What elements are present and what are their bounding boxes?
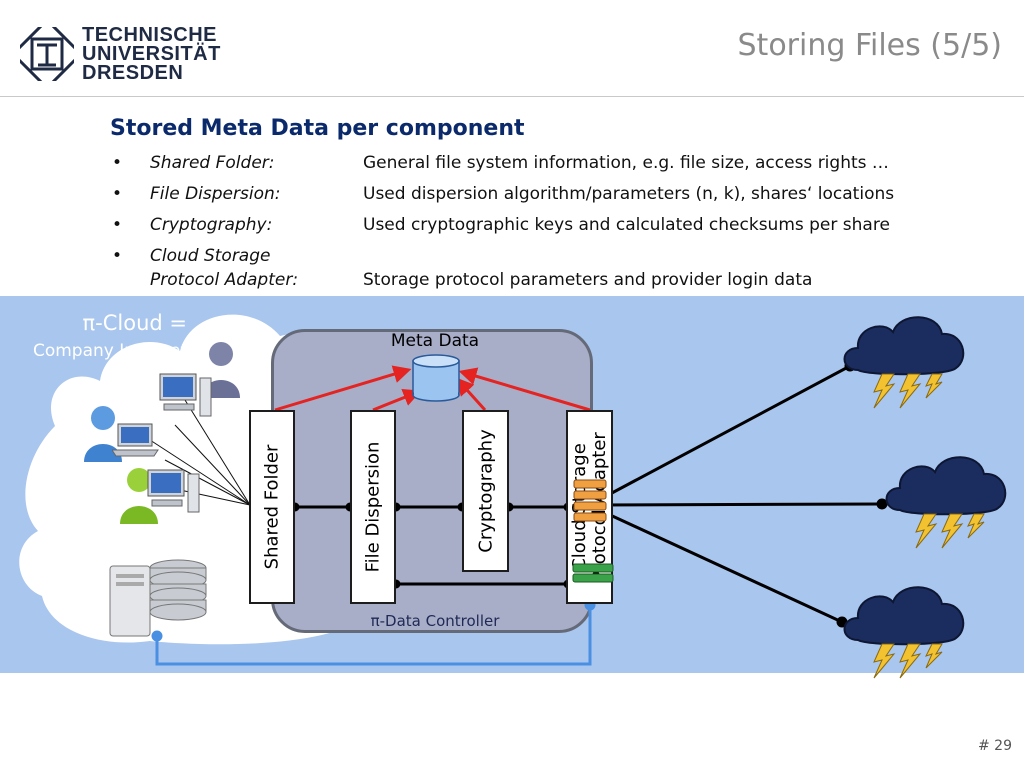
- user-links: [149, 399, 251, 506]
- controller-label: π-Data Controller: [370, 612, 500, 630]
- component-file-dispersion[interactable]: File Dispersion: [350, 410, 396, 604]
- term-file-dispersion: File Dispersion:: [150, 184, 281, 204]
- plugin-green-icon: [572, 563, 614, 583]
- desc-shared-folder: General file system information, e.g. fi…: [363, 153, 889, 173]
- storm-cloud-icon: [843, 316, 965, 409]
- section-heading: Stored Meta Data per component: [110, 116, 525, 141]
- computer-icon: [147, 469, 200, 513]
- header-divider: [0, 96, 1024, 97]
- logo-line: DRESDEN: [82, 62, 184, 84]
- component-label: File Dispersion: [362, 441, 384, 573]
- computer-icon: [159, 373, 212, 417]
- term-cloud-storage-line2: Protocol Adapter:: [150, 270, 299, 290]
- desc-cloud-storage: Storage protocol parameters and provider…: [363, 270, 813, 290]
- bullet: •: [112, 153, 123, 173]
- term-cloud-storage-line1: Cloud Storage: [150, 246, 271, 266]
- bus-lines: [290, 502, 573, 589]
- meta-data-arrows: [274, 365, 591, 412]
- user-icon-blue: [84, 406, 122, 462]
- storm-cloud-icon: [843, 586, 965, 679]
- page-number: # 29: [978, 738, 1012, 754]
- component-label: Cryptography: [475, 429, 496, 553]
- cloud-subtitle: Company Intranet: [32, 341, 187, 361]
- local-storage-link: [151, 599, 596, 666]
- bullet: •: [112, 184, 123, 204]
- cloud-title: π-Cloud =: [82, 311, 187, 335]
- component-shared-folder[interactable]: Shared Folder: [249, 410, 295, 604]
- desc-cryptography: Used cryptographic keys and calculated c…: [363, 215, 890, 235]
- desc-file-dispersion: Used dispersion algorithm/parameters (n,…: [363, 184, 895, 204]
- bullet: •: [112, 215, 123, 235]
- slide-title: Storing Files (5/5): [737, 28, 1002, 63]
- university-logo-text: TECHNISCHE UNIVERSITÄT DRESDEN: [82, 24, 221, 84]
- laptop-icon: [112, 423, 159, 457]
- logo-line: TECHNISCHE: [82, 24, 218, 46]
- term-cryptography: Cryptography:: [150, 215, 273, 235]
- meta-data-label: Meta Data: [390, 331, 480, 351]
- cloud-provider-links: [594, 360, 888, 628]
- component-label: Shared Folder: [261, 444, 283, 570]
- database-icon: [412, 354, 460, 402]
- plugin-stack-icon: [573, 479, 607, 522]
- bullet: •: [112, 246, 123, 266]
- logo-line: UNIVERSITÄT: [82, 43, 221, 65]
- server-icon: [109, 559, 207, 637]
- tu-dresden-logo-icon: [20, 27, 74, 81]
- user-icon-green: [120, 468, 158, 524]
- term-shared-folder: Shared Folder:: [150, 153, 275, 173]
- component-cryptography[interactable]: Cryptography: [462, 410, 509, 572]
- storm-cloud-icon: [885, 456, 1007, 549]
